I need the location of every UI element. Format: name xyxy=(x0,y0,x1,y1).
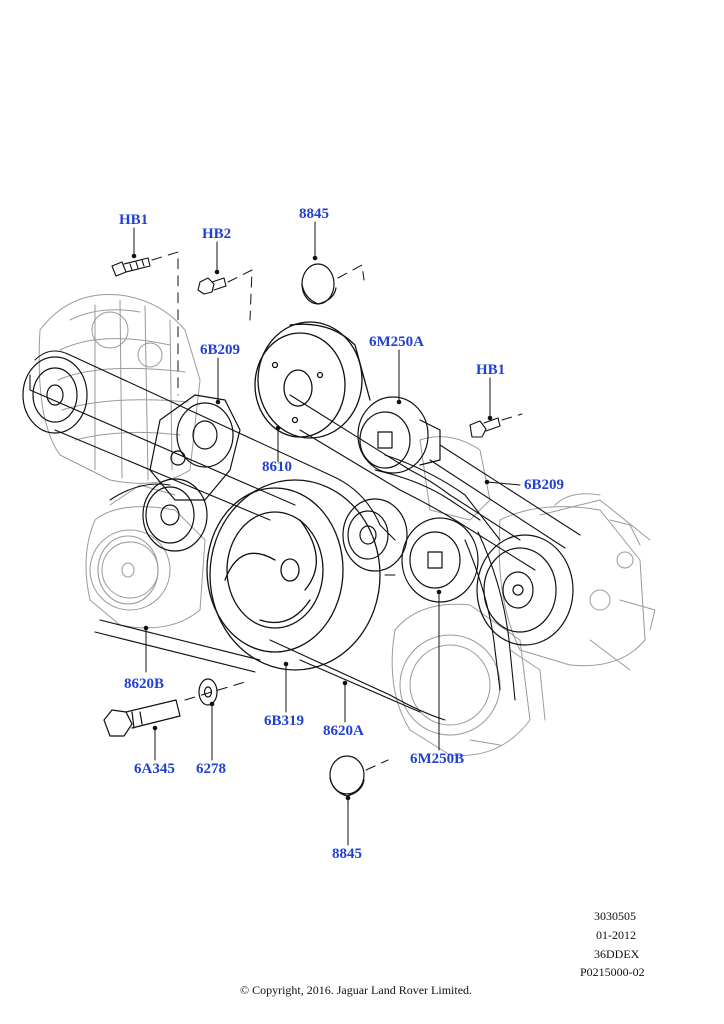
cap-8845-top xyxy=(301,263,337,305)
tensioner-6M250B xyxy=(401,517,479,603)
reference-illustration: P0215000-02 xyxy=(580,965,645,979)
callout-HB1-right[interactable]: HB1 xyxy=(476,362,506,378)
callout-6B209-right[interactable]: 6B209 xyxy=(524,477,565,493)
belt-8620B xyxy=(94,483,261,673)
belt-upper-right xyxy=(289,394,581,701)
reference-date: 01-2012 xyxy=(596,928,636,942)
bolt-HB1-top xyxy=(111,257,151,277)
callout-8845-top[interactable]: 8845 xyxy=(299,206,329,222)
water-pump-housing xyxy=(85,484,206,629)
callout-8610[interactable]: 8610 xyxy=(262,459,292,475)
idler-pulley-center xyxy=(342,498,408,572)
water-pump-pulley xyxy=(97,535,159,605)
callout-6B319[interactable]: 6B319 xyxy=(264,713,305,729)
bolt-HB2 xyxy=(197,277,227,295)
washer-6278 xyxy=(198,678,218,706)
callout-HB2[interactable]: HB2 xyxy=(202,226,232,242)
copyright-notice: © Copyright, 2016. Jaguar Land Rover Lim… xyxy=(239,983,473,997)
callout-6278[interactable]: 6278 xyxy=(196,761,226,777)
callout-8620A[interactable]: 8620A xyxy=(323,723,364,739)
callout-8845-bottom[interactable]: 8845 xyxy=(332,846,362,862)
alternator-housing xyxy=(38,293,201,484)
bolt-HB1-right xyxy=(469,417,501,438)
pulley-8610 xyxy=(254,321,371,439)
callout-6A345[interactable]: 6A345 xyxy=(134,761,175,777)
callout-6M250B[interactable]: 6M250B xyxy=(410,751,465,767)
ac-compressor-housing xyxy=(498,493,656,671)
crankshaft-damper-6B319 xyxy=(206,479,381,671)
leader-lines xyxy=(131,221,521,846)
bolt-6A345 xyxy=(103,699,181,737)
alignment-lines xyxy=(151,251,523,771)
idler-pulley-left xyxy=(142,478,208,552)
callout-8620B[interactable]: 8620B xyxy=(124,676,165,692)
tensioner-6B209-left xyxy=(149,394,241,501)
power-steering-pump-housing xyxy=(391,603,546,757)
ac-compressor-pulley xyxy=(476,534,574,646)
tensioner-6M250A xyxy=(357,396,441,474)
reference-code: 3030505 xyxy=(594,909,636,923)
cap-8845-bottom xyxy=(329,755,365,797)
callout-6M250A[interactable]: 6M250A xyxy=(369,334,424,350)
reference-model: 36DDEX xyxy=(594,947,640,961)
alternator-pulley xyxy=(22,356,88,434)
tensioner-bracket-right xyxy=(419,436,491,521)
callout-6B209-left[interactable]: 6B209 xyxy=(200,342,241,358)
belt-8620A xyxy=(29,350,501,721)
callout-HB1-top[interactable]: HB1 xyxy=(119,212,149,228)
